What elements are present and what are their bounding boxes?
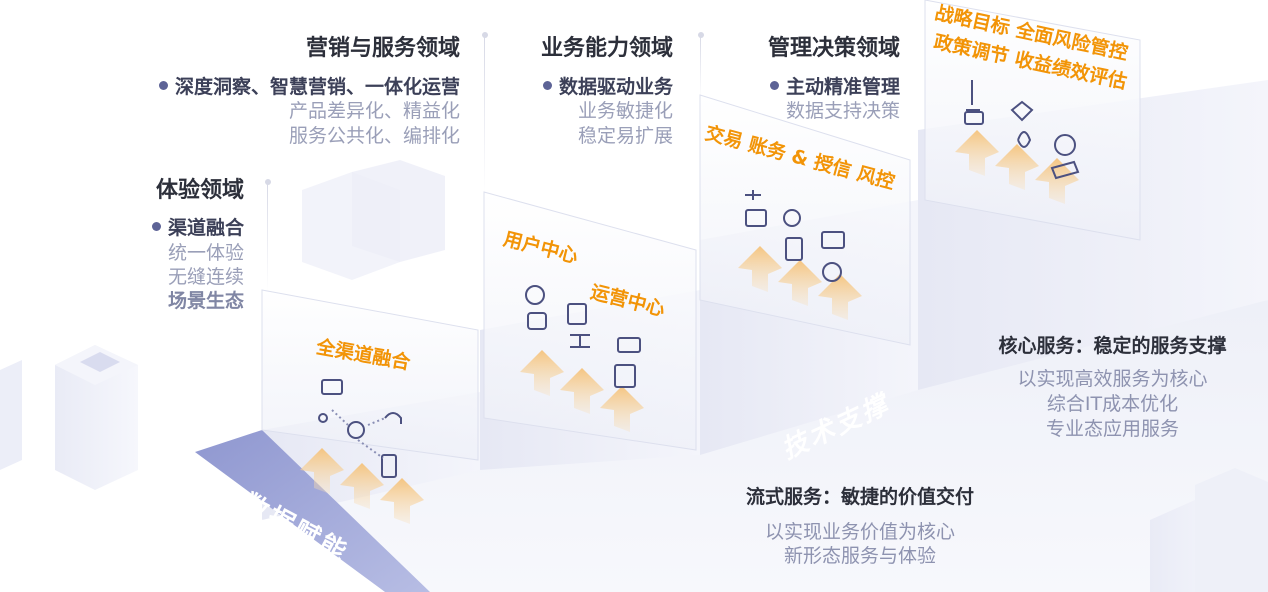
flow-arrow-2-1	[520, 350, 564, 396]
guide-line-1	[267, 182, 268, 292]
domain-bullet-management: 主动精准管理	[770, 78, 900, 97]
panel-1	[261, 289, 479, 461]
domain-title-experience: 体验领域	[155, 178, 244, 203]
floor-plane	[195, 300, 1268, 592]
panel-4	[924, 0, 1141, 241]
domain-bullet-marketing: 深度洞察、智慧营销、一体化运营	[159, 78, 460, 97]
app-window-icon	[745, 209, 767, 227]
domain-title-business: 业务能力领域	[540, 36, 673, 61]
guide-dot-1	[264, 179, 271, 185]
headset-icon	[384, 412, 402, 424]
domain-title-marketing: 营销与服务领域	[305, 36, 460, 61]
flow-arrow-2-3	[600, 386, 644, 432]
flow-arrow-4-3	[1035, 158, 1079, 204]
flow-arrow-3-1	[738, 246, 782, 292]
domain-bullet-experience: 渠道融合	[152, 219, 244, 238]
data-empower-band	[195, 430, 430, 592]
core-service-line-3: 专业态应用服务	[1045, 418, 1179, 440]
flow-arrow-4-1	[955, 130, 999, 176]
domain-title-management: 管理决策领域	[767, 36, 900, 61]
flow-arrow-4-2	[995, 144, 1039, 190]
building-center	[302, 160, 445, 280]
domain-line-business-2: 稳定易扩展	[577, 125, 673, 147]
screen-icon	[617, 337, 641, 353]
doc-icon	[567, 303, 587, 325]
flow-service-line-2: 新形态服务与体验	[783, 545, 936, 567]
podium-icon	[964, 111, 984, 125]
domain-line-experience-1: 统一体验	[167, 242, 244, 264]
domain-line-management-1: 数据支持决策	[785, 100, 900, 122]
mobile-icon	[381, 454, 397, 478]
icon-group	[318, 80, 1080, 478]
flow-service-title: 流式服务：敏捷的价值交付	[745, 486, 974, 508]
chat-icon	[527, 312, 547, 330]
core-service-line-1: 以实现高效服务为核心	[1017, 368, 1208, 390]
user-center-icon	[525, 285, 545, 305]
handshake-icon	[1050, 160, 1080, 180]
target-icon	[783, 209, 801, 227]
checklist-icon	[614, 364, 636, 388]
guide-dot-2	[481, 32, 488, 38]
flow-arrow-1-1	[300, 448, 344, 494]
flow-arrow-1-2	[340, 463, 384, 509]
clipboard-icon	[785, 237, 803, 261]
core-service-title: 核心服务：稳定的服务支撑	[998, 335, 1227, 357]
flame-icon	[1017, 131, 1032, 148]
building-left	[0, 345, 138, 490]
core-service-line-2: 综合IT成本优化	[1046, 393, 1179, 415]
pie-icon	[1054, 134, 1076, 156]
card-reader-icon	[821, 231, 845, 249]
domain-bullet-business: 数据驱动业务	[543, 78, 673, 97]
flow-service-line-1: 以实现业务价值为核心	[764, 521, 955, 543]
flow-arrow-3-3	[818, 274, 862, 320]
customer-icon	[347, 421, 365, 439]
domain-line-business-1: 业务敏捷化	[577, 100, 673, 122]
domain-line-experience-2: 无缝连续	[167, 266, 244, 288]
flow-arrow-2-2	[560, 368, 604, 414]
building-right	[1150, 468, 1268, 592]
flow-arrow-1-3	[380, 478, 424, 524]
arrow-group	[300, 130, 1079, 524]
domain-line-marketing-1: 产品差异化、精益化	[288, 100, 460, 122]
guide-dot-3	[697, 32, 704, 38]
card-icon	[321, 379, 343, 395]
flow-arrow-3-2	[778, 260, 822, 306]
yen-coin-icon	[822, 262, 842, 282]
chess-icon	[966, 80, 980, 111]
guide-line-3	[700, 35, 701, 100]
scale-icon	[745, 190, 761, 200]
domain-line-marketing-2: 服务公共化、编排化	[288, 125, 460, 147]
domain-line-experience-3: 场景生态	[167, 290, 244, 312]
person-icon	[318, 413, 328, 423]
guide-line-2	[484, 35, 485, 195]
dollar-tag-icon	[1010, 100, 1034, 122]
org-chart-icon	[570, 334, 590, 348]
